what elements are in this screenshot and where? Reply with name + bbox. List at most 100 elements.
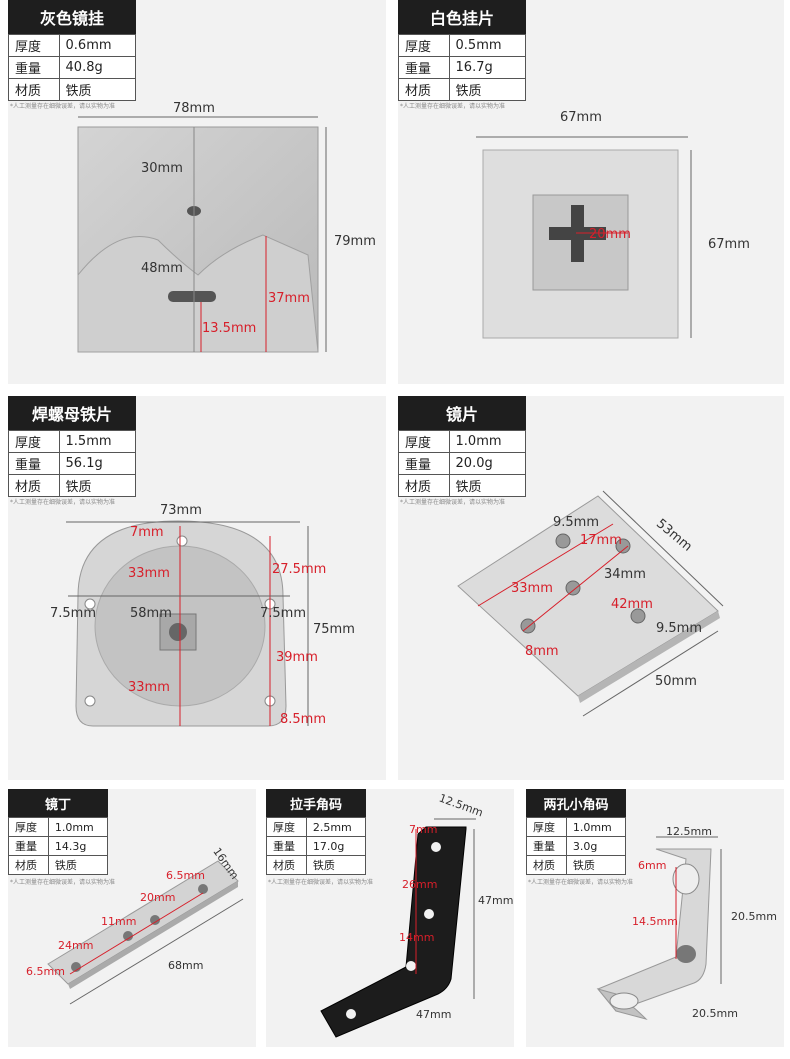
dim-label: 6.5mm [26,965,65,978]
spec-value-thickness: 1.0mm [47,817,109,837]
spec-label-weight: 重量 [398,452,450,475]
spec-label-material: 材质 [8,474,60,497]
spec-value-thickness: 0.5mm [448,34,527,57]
dim-label: 48mm [141,261,183,276]
measurement-note: *人工测量存在细微误差，请以实物为准 [528,879,634,886]
spec-label-weight: 重量 [266,836,307,856]
spec-label-material: 材质 [398,78,450,101]
spec-label-weight: 重量 [8,452,60,475]
spec-label-material: 材质 [8,855,49,875]
welded-nut-plate-image [66,520,309,727]
dim-label: 68mm [168,959,204,972]
dim-label: 14.5mm [632,915,678,928]
dim-label: 26mm [402,878,438,891]
dim-label: 67mm [708,237,750,252]
dim-label: 20.5mm [692,1007,738,1020]
spec-value-weight: 20.0g [448,452,527,475]
spec-value-material: 铁质 [47,855,109,875]
spec-label-thickness: 厚度 [8,34,60,57]
dim-label: 8.5mm [280,712,327,727]
product-title: 两孔小角码 [526,789,626,817]
spec-label-weight: 重量 [398,56,450,79]
dim-label: 13.5mm [202,321,257,336]
spec-label-material: 材质 [8,78,60,101]
dim-label: 47mm [478,894,514,907]
mirror-plate-image [457,490,724,717]
dim-label: 20.5mm [731,910,777,923]
dim-label: 6.5mm [166,869,205,882]
measurement-note: *人工测量存在细微误差，请以实物为准 [10,499,116,506]
dim-label: 27.5mm [272,562,327,577]
measurement-note: *人工测量存在细微误差，请以实物为准 [400,499,506,506]
dim-label: 12.5mm [666,825,712,838]
dim-label: 7.5mm [260,606,307,621]
spec-label-thickness: 厚度 [266,817,307,837]
spec-value-weight: 56.1g [58,452,137,475]
product-title: 镜丁 [8,789,108,817]
dim-label: 17mm [580,533,622,548]
spec-value-weight: 17.0g [305,836,367,856]
grey-mirror-hanger-image [77,116,327,353]
spec-label-thickness: 厚度 [526,817,567,837]
dim-label: 14mm [399,931,435,944]
dim-label: 6mm [638,859,667,872]
spec-value-material: 铁质 [58,78,137,101]
spec-value-thickness: 1.5mm [58,430,137,453]
spec-value-thickness: 0.6mm [58,34,137,57]
dim-label: 20mm [140,891,176,904]
dim-label: 58mm [130,606,172,621]
dim-label: 8mm [525,644,559,659]
product-title: 焊螺母铁片 [8,396,136,430]
handle-corner-bracket-image [320,818,476,1038]
measurement-note: *人工测量存在细微误差，请以实物为准 [10,879,116,886]
dim-label: 24mm [58,939,94,952]
dim-label: 79mm [334,234,376,249]
dim-label: 47mm [416,1008,452,1021]
spec-label-thickness: 厚度 [8,817,49,837]
spec-label-thickness: 厚度 [398,430,450,453]
dim-label: 7mm [130,525,164,540]
dim-label: 9.5mm [656,621,703,636]
spec-value-weight: 3.0g [565,836,627,856]
dim-label: 34mm [604,567,646,582]
product-title: 白色挂片 [398,0,526,34]
spec-value-material: 铁质 [58,474,137,497]
spec-value-thickness: 1.0mm [565,817,627,837]
dim-label: 7.5mm [50,606,97,621]
spec-value-weight: 14.3g [47,836,109,856]
dim-label: 30mm [141,161,183,176]
product-title: 拉手角码 [266,789,366,817]
spec-value-material: 铁质 [305,855,367,875]
dim-label: 39mm [276,650,318,665]
spec-value-material: 铁质 [565,855,627,875]
two-hole-corner-bracket-image [596,836,722,1020]
product-title: 灰色镜挂 [8,0,136,34]
dim-label: 78mm [173,101,215,116]
mirror-nail-image [47,860,244,1005]
spec-label-thickness: 厚度 [398,34,450,57]
dim-label: 33mm [128,680,170,695]
dim-label: 50mm [655,674,697,689]
dim-label: 73mm [160,503,202,518]
dim-label: 67mm [560,110,602,125]
spec-label-material: 材质 [398,474,450,497]
spec-value-material: 铁质 [448,474,527,497]
product-title: 镜片 [398,396,526,430]
spec-value-material: 铁质 [448,78,527,101]
measurement-note: *人工测量存在细微误差，请以实物为准 [400,103,506,110]
spec-value-weight: 40.8g [58,56,137,79]
dim-label: 20mm [589,227,631,242]
dim-label: 9.5mm [553,515,600,530]
